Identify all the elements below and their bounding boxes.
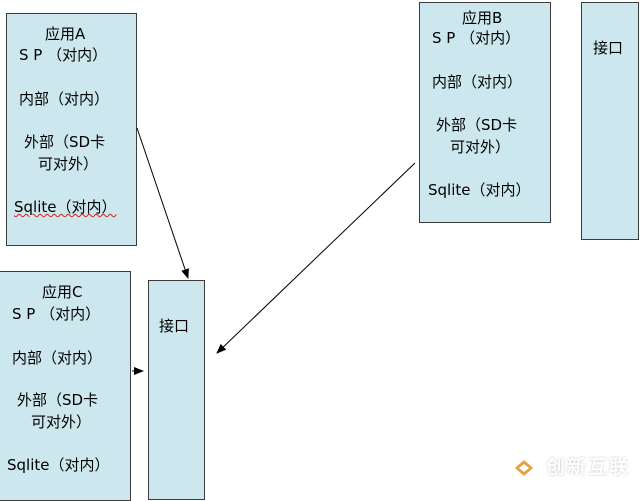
app-b-external-line2: 可对外） xyxy=(450,138,511,156)
app-a-title: 应用A xyxy=(45,25,86,43)
app-c-sp: S P （对内） xyxy=(12,305,101,323)
interface-main-label: 接口 xyxy=(159,317,190,335)
watermark: 创新互联 xyxy=(504,448,640,488)
interface-main-box: 接口 xyxy=(148,280,205,500)
app-b-title: 应用B xyxy=(462,9,503,27)
app-c-internal: 内部（对内） xyxy=(12,349,103,367)
app-a-external-line2: 可对外） xyxy=(38,155,99,173)
watermark-logo-icon xyxy=(506,450,542,486)
app-c-external-line1: 外部（SD卡 xyxy=(17,391,99,409)
app-a-sp: S P （对内） xyxy=(19,46,108,64)
app-b-sqlite: Sqlite（对内） xyxy=(428,181,531,199)
app-a-internal: 内部（对内） xyxy=(19,90,110,108)
arrow-b-to-interface xyxy=(216,162,416,354)
app-a-box: 应用A S P （对内） 内部（对内） 外部（SD卡 可对外） Sqlite（对… xyxy=(6,13,137,246)
app-a-external-line1: 外部（SD卡 xyxy=(24,133,106,151)
app-c-sqlite: Sqlite（对内） xyxy=(7,456,110,474)
app-c-title: 应用C xyxy=(42,283,83,301)
app-b-sp: S P （对内） xyxy=(432,29,521,47)
interface-right-box: 接口 xyxy=(581,2,639,240)
app-b-internal: 内部（对内） xyxy=(432,73,523,91)
interface-right-label: 接口 xyxy=(593,39,624,57)
app-a-sqlite: Sqlite（对内） xyxy=(14,198,117,216)
app-c-box: 应用C S P （对内） 内部（对内） 外部（SD卡 可对外） Sqlite（对… xyxy=(0,271,131,501)
arrow-a-to-interface xyxy=(136,127,189,279)
app-c-external-line2: 可对外） xyxy=(31,413,92,431)
app-b-external-line1: 外部（SD卡 xyxy=(436,116,518,134)
app-b-box: 应用B S P （对内） 内部（对内） 外部（SD卡 可对外） Sqlite（对… xyxy=(419,2,551,223)
watermark-text: 创新互联 xyxy=(546,456,631,478)
